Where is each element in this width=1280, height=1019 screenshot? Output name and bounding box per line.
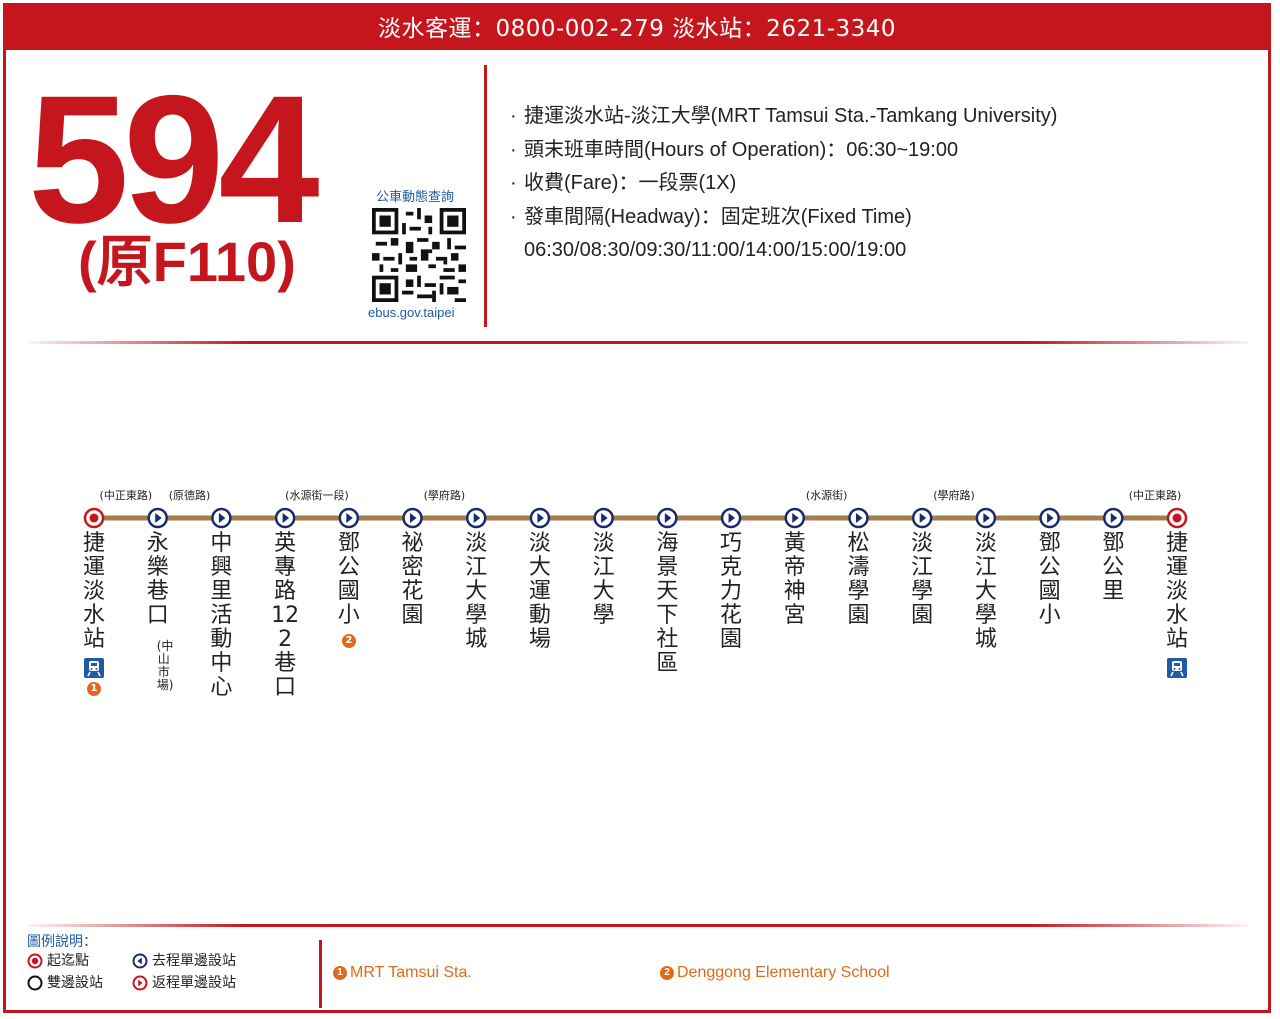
stop-marker[interactable] xyxy=(657,507,678,529)
route-old-number: (原F110) xyxy=(78,230,296,293)
stop-marker[interactable] xyxy=(593,507,614,529)
stop-name[interactable]: 淡江大學城 xyxy=(974,531,997,652)
legend-title: 圖例說明： xyxy=(27,934,97,950)
both-sides-icon xyxy=(27,975,43,991)
terminal-icon xyxy=(27,953,43,969)
stop-marker[interactable] xyxy=(465,507,487,529)
stop-marker[interactable] xyxy=(338,507,360,529)
stop-name[interactable]: 淡江大學城 xyxy=(465,531,488,652)
inbound-icon xyxy=(132,975,148,991)
stop-marker[interactable] xyxy=(529,507,551,529)
stop-note-badge: 2 xyxy=(341,634,356,648)
stop-name[interactable]: 巧克力花園 xyxy=(720,531,743,652)
info-line-text: 捷運淡水站-淡江大學(MRT Tamsui Sta.-Tamkang Unive… xyxy=(524,105,1058,127)
stop-name[interactable]: 黃帝神宮 xyxy=(783,531,806,628)
info-line: ·捷運淡水站-淡江大學(MRT Tamsui Sta.-Tamkang Univ… xyxy=(510,105,1058,127)
stop-street-label: (學府路) xyxy=(933,489,975,502)
legend-divider xyxy=(319,940,322,1008)
stop-name[interactable]: 淡江大學 xyxy=(592,531,615,628)
legend-label: 起迄點 xyxy=(47,953,89,969)
stop-name[interactable]: 鄧公國小 xyxy=(337,531,360,628)
divider-bottom xyxy=(28,924,1248,927)
stop-marker[interactable] xyxy=(211,507,232,529)
outbound-icon xyxy=(132,953,148,969)
stop-note-badge: 1 xyxy=(87,682,101,696)
stop-street-label: (中正東路) xyxy=(99,489,153,502)
legend-both-sides: 雙邊設站 xyxy=(27,972,103,992)
stop-name[interactable]: 中興里活動中心 xyxy=(210,531,233,700)
stop-street-label: (學府路) xyxy=(423,489,466,502)
legend-inbound: 返程單邊設站 xyxy=(132,972,236,992)
stop-name[interactable]: 淡大運動場 xyxy=(528,531,551,652)
stop-street-label: (水源街一段) xyxy=(285,489,349,502)
info-line: ·頭末班車時間(Hours of Operation)：06:30~19:00 xyxy=(510,138,959,161)
qr-url[interactable]: ebus.gov.taipei xyxy=(368,305,455,320)
stop-alt-name: (中山市場) xyxy=(156,639,174,692)
stop-name[interactable]: 祕密花園 xyxy=(401,531,424,628)
info-times: 06:30/08:30/09:30/11:00/14:00/15:00/19:0… xyxy=(524,239,907,261)
stop-name[interactable]: 捷運淡水站 xyxy=(1165,531,1188,652)
stop-marker[interactable] xyxy=(1039,507,1060,529)
stop-name[interactable]: 捷運淡水站 xyxy=(82,531,105,652)
stop-marker[interactable] xyxy=(274,507,296,529)
note-text: MRT Tamsui Sta. xyxy=(350,964,472,981)
legend-terminal: 起迄點 xyxy=(27,950,89,970)
qr-label: 公車動態查詢 xyxy=(376,190,455,205)
stop-name[interactable]: 鄧公里 xyxy=(1102,531,1125,604)
legend-label: 雙邊設站 xyxy=(47,975,103,991)
info-line-text: 收費(Fare)：一段票(1X) xyxy=(524,172,737,194)
stop-marker[interactable] xyxy=(1166,507,1188,529)
info-line-text: 頭末班車時間(Hours of Operation)：06:30~19:00 xyxy=(524,138,959,161)
info-line-text: 發車間隔(Headway)：固定班次(Fixed Time) xyxy=(524,205,912,228)
stop-street-label: (中正東路) xyxy=(1128,489,1182,502)
stop-marker[interactable] xyxy=(911,507,933,529)
stop-name[interactable]: 海景天下社區 xyxy=(656,531,679,676)
stop-name[interactable]: 英專路122巷口 xyxy=(271,531,300,700)
route-number: 594 xyxy=(28,57,320,261)
route-info: ·捷運淡水站-淡江大學(MRT Tamsui Sta.-Tamkang Univ… xyxy=(510,100,1057,268)
stop-marker[interactable] xyxy=(402,507,423,529)
mrt-train-icon xyxy=(84,658,104,678)
header-divider xyxy=(484,65,487,327)
info-line: ·發車間隔(Headway)：固定班次(Fixed Time) xyxy=(510,205,912,228)
stop-marker[interactable] xyxy=(1103,507,1124,529)
legend-label: 返程單邊設站 xyxy=(152,975,236,991)
stop-street-label: (原德路) xyxy=(168,489,211,502)
note-badge: 1 xyxy=(333,965,347,980)
stop-marker[interactable] xyxy=(975,507,997,529)
page-frame xyxy=(3,3,1271,1013)
stop-name[interactable]: 松濤學園 xyxy=(847,531,870,628)
stop-name[interactable]: 永樂巷口 xyxy=(146,531,169,628)
divider-top xyxy=(28,341,1248,344)
mrt-train-icon xyxy=(1167,658,1187,678)
stop-street-label: (水源街) xyxy=(805,489,848,502)
legend-outbound: 去程單邊設站 xyxy=(132,950,236,970)
stop-marker[interactable] xyxy=(784,507,806,529)
legend-label: 去程單邊設站 xyxy=(152,953,236,969)
note-badge: 2 xyxy=(660,965,674,980)
qr-code-icon[interactable] xyxy=(372,208,466,302)
stop-name[interactable]: 鄧公國小 xyxy=(1038,531,1061,628)
info-line: ·收費(Fare)：一段票(1X) xyxy=(510,172,737,194)
note-text: Denggong Elementary School xyxy=(677,964,890,981)
stop-marker[interactable] xyxy=(720,507,742,529)
stop-marker[interactable] xyxy=(147,507,168,529)
stop-marker[interactable] xyxy=(848,507,869,529)
stop-marker[interactable] xyxy=(83,507,105,529)
route-map xyxy=(83,507,1188,529)
contact-header: 淡水客運：0800-002-279 淡水站：2621-3340 xyxy=(6,6,1268,50)
stop-name[interactable]: 淡江學園 xyxy=(911,531,934,628)
